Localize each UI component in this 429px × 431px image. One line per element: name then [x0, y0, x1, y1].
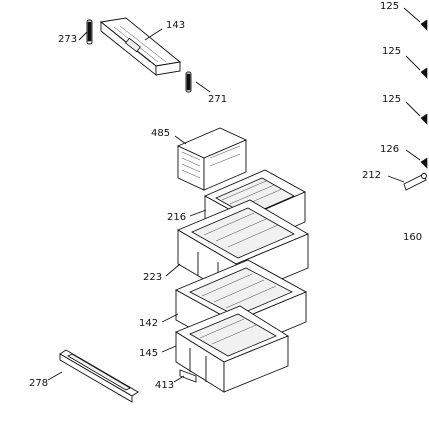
label-143: 143 — [166, 20, 185, 31]
part-125a — [420, 19, 428, 31]
label-223: 223 — [143, 272, 162, 283]
part-125b — [420, 67, 428, 79]
label-160: 160 — [403, 232, 422, 243]
part-126 — [420, 157, 428, 169]
label-145: 145 — [139, 348, 158, 359]
label-142: 142 — [139, 318, 158, 329]
label-126: 126 — [380, 144, 399, 155]
label-125-b: 125 — [382, 46, 401, 57]
part-145-drawer — [175, 305, 289, 393]
part-212 — [403, 173, 427, 191]
label-273: 273 — [58, 34, 77, 45]
part-278-handle — [59, 349, 139, 403]
leader-lines — [47, 7, 421, 383]
part-485-housing — [176, 127, 248, 191]
label-271: 271 — [208, 94, 227, 105]
part-125c — [420, 113, 428, 125]
part-273-clip — [86, 19, 93, 45]
callout-labels: 143 273 271 485 216 223 142 145 278 413 … — [29, 1, 422, 391]
label-485: 485 — [151, 128, 170, 139]
label-212: 212 — [362, 170, 381, 181]
label-125-c: 125 — [382, 94, 401, 105]
label-278: 278 — [29, 378, 48, 389]
label-413: 413 — [155, 380, 174, 391]
part-271-clip — [185, 71, 192, 93]
label-125-a: 125 — [380, 1, 399, 12]
part-413-tab — [179, 369, 197, 383]
part-143-cover — [99, 17, 182, 76]
label-216: 216 — [167, 212, 186, 223]
